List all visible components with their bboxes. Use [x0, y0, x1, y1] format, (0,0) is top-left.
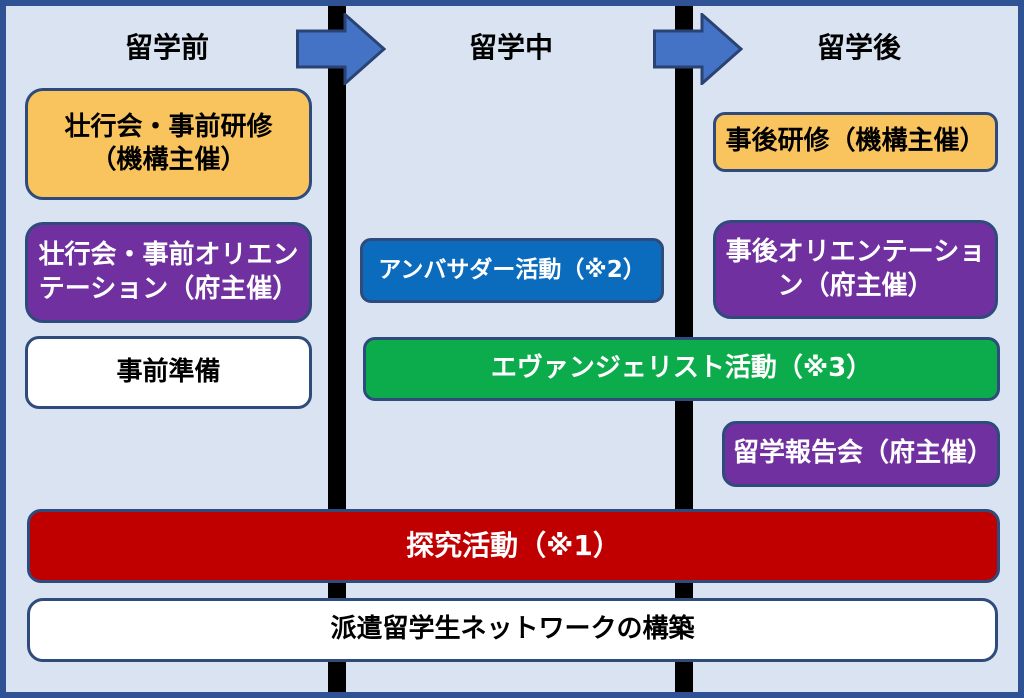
phase-label-during-study-abroad: 留学中: [468, 31, 553, 64]
box-sendoff-pre-orientation: 壮行会・事前オリエン テーション（府主催）: [25, 222, 312, 323]
arrow-right-icon-1: [296, 13, 386, 85]
box-post-orientation: 事後オリエンテーショ ン（府主催）: [713, 220, 998, 319]
box-post-training: 事後研修（機構主催）: [713, 112, 998, 172]
box-dispatched-student-network: 派遣留学生ネットワークの構築: [27, 598, 998, 662]
box-study-abroad-report-session: 留学報告会（府主催）: [722, 421, 1000, 487]
phase-divider-bar-1: [328, 0, 346, 698]
phase-label-after-study-abroad: 留学後: [816, 31, 901, 64]
phase-label-before-study-abroad: 留学前: [124, 31, 209, 64]
box-sendoff-pre-training: 壮行会・事前研修 （機構主催）: [25, 88, 312, 200]
box-ambassador-activity: アンバサダー活動（※2）: [360, 238, 664, 303]
arrow-right-icon-2: [653, 13, 743, 85]
box-inquiry-activity: 探究活動（※1）: [27, 509, 1000, 583]
box-evangelist-activity: エヴァンジェリスト活動（※3）: [363, 337, 1000, 401]
box-pre-preparation: 事前準備: [25, 336, 312, 409]
